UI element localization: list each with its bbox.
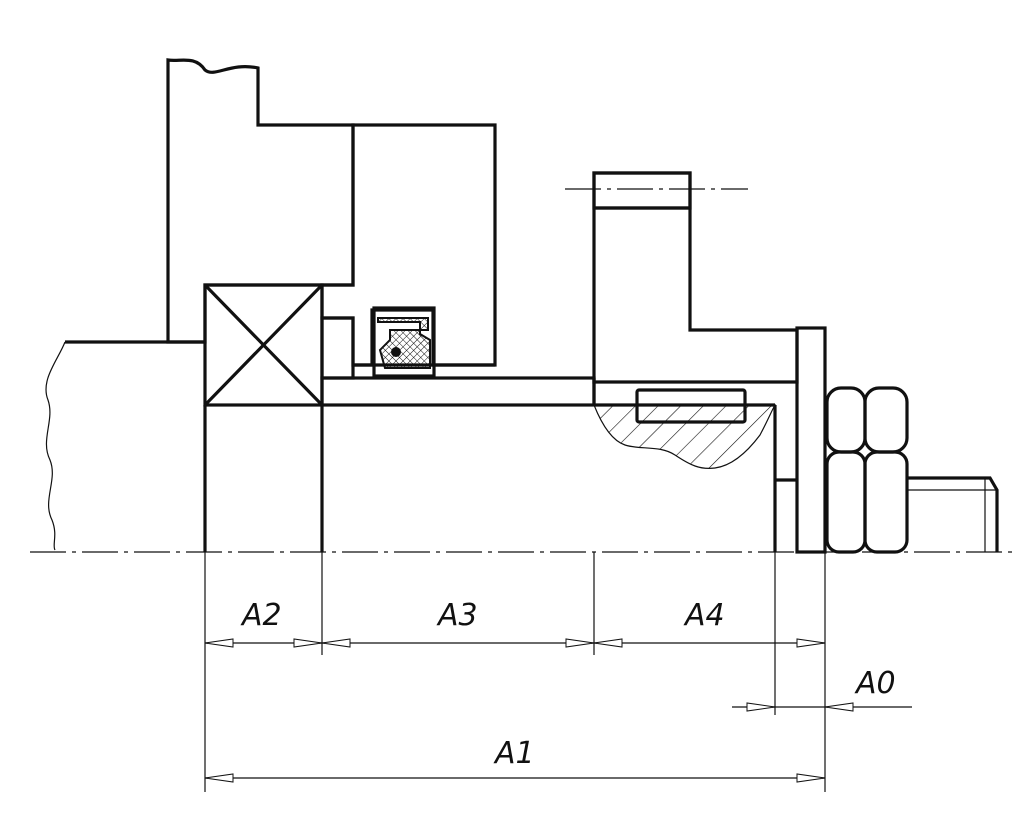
bearing [203,283,324,407]
label-a3: A3 [436,598,478,633]
label-a0: A0 [854,666,896,701]
dimension-lines [204,638,912,783]
shaft-left-end [45,340,205,551]
spacer-ring [320,316,355,380]
shaft-right-end [907,476,999,552]
extension-lines [204,552,826,792]
lip-seal [372,306,436,378]
housing-left [166,58,355,344]
key-section [593,388,777,470]
label-a1: A1 [493,736,535,771]
shaft-sleeve [320,376,596,407]
label-a2: A2 [240,598,282,633]
gear [565,171,799,384]
washer [773,326,827,554]
label-a4: A4 [683,598,725,633]
round-nut [825,386,909,554]
